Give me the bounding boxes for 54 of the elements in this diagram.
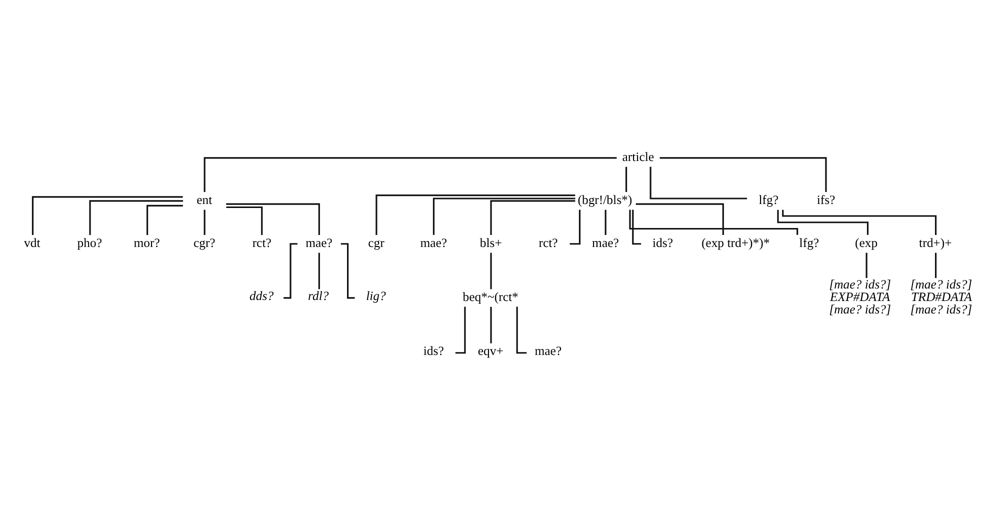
node-text: ids?	[423, 344, 444, 358]
node-text: article	[622, 149, 654, 164]
node-text: lig?	[366, 288, 386, 303]
node-text: rct?	[538, 235, 558, 250]
connector	[32, 196, 183, 235]
connector	[604, 209, 606, 234]
connector	[650, 166, 747, 199]
node-text: trd+)+	[919, 235, 952, 250]
connector	[204, 209, 206, 234]
connector	[629, 209, 798, 234]
connector	[934, 252, 937, 278]
connector	[376, 194, 576, 234]
connector	[490, 252, 492, 289]
connector	[660, 156, 827, 192]
node-text: mae?	[306, 235, 332, 250]
node-text: lfg?	[758, 192, 779, 206]
connector	[777, 209, 869, 234]
node-text: (bgr!/bls*)	[578, 192, 632, 206]
connector	[636, 202, 724, 235]
connector	[490, 306, 492, 343]
node-text: cgr	[368, 235, 384, 250]
node-text: lfg?	[799, 235, 820, 250]
node-text: [mae? ids?] TRD#DATA [mae? ids?]	[910, 276, 972, 316]
connector	[632, 209, 642, 244]
node-text: rct?	[252, 235, 272, 250]
connector	[625, 166, 628, 192]
connector	[226, 202, 320, 235]
connector	[89, 200, 184, 234]
node-text: ifs?	[816, 192, 836, 206]
connector	[146, 204, 183, 234]
connector	[782, 209, 937, 235]
connector	[318, 252, 320, 289]
node-text: bls+	[480, 235, 502, 250]
node-text: mor?	[134, 235, 160, 250]
connector	[432, 197, 576, 234]
node-text: cgr?	[193, 235, 216, 250]
connector	[204, 156, 617, 192]
node-text: [mae? ids?] EXP#DATA [mae? ids?]	[829, 276, 891, 316]
node-text: beq*~(rct*	[462, 289, 518, 304]
node-text: rdl?	[308, 288, 329, 303]
node-text: (exp	[855, 235, 878, 250]
connector	[490, 200, 576, 234]
node-text: pho?	[77, 235, 102, 250]
node-text: vdt	[24, 235, 40, 250]
node-text: mae?	[592, 235, 619, 250]
node-text: ent	[196, 192, 212, 206]
node-text: (exp trd+)*)*	[701, 235, 770, 250]
node-text: eqv+	[478, 344, 504, 358]
node-text: mae?	[420, 235, 448, 250]
connector	[226, 206, 263, 234]
node-text: ids?	[652, 235, 674, 250]
node-text: mae?	[534, 344, 562, 358]
connector	[866, 252, 868, 278]
node-text: dds?	[250, 288, 274, 303]
